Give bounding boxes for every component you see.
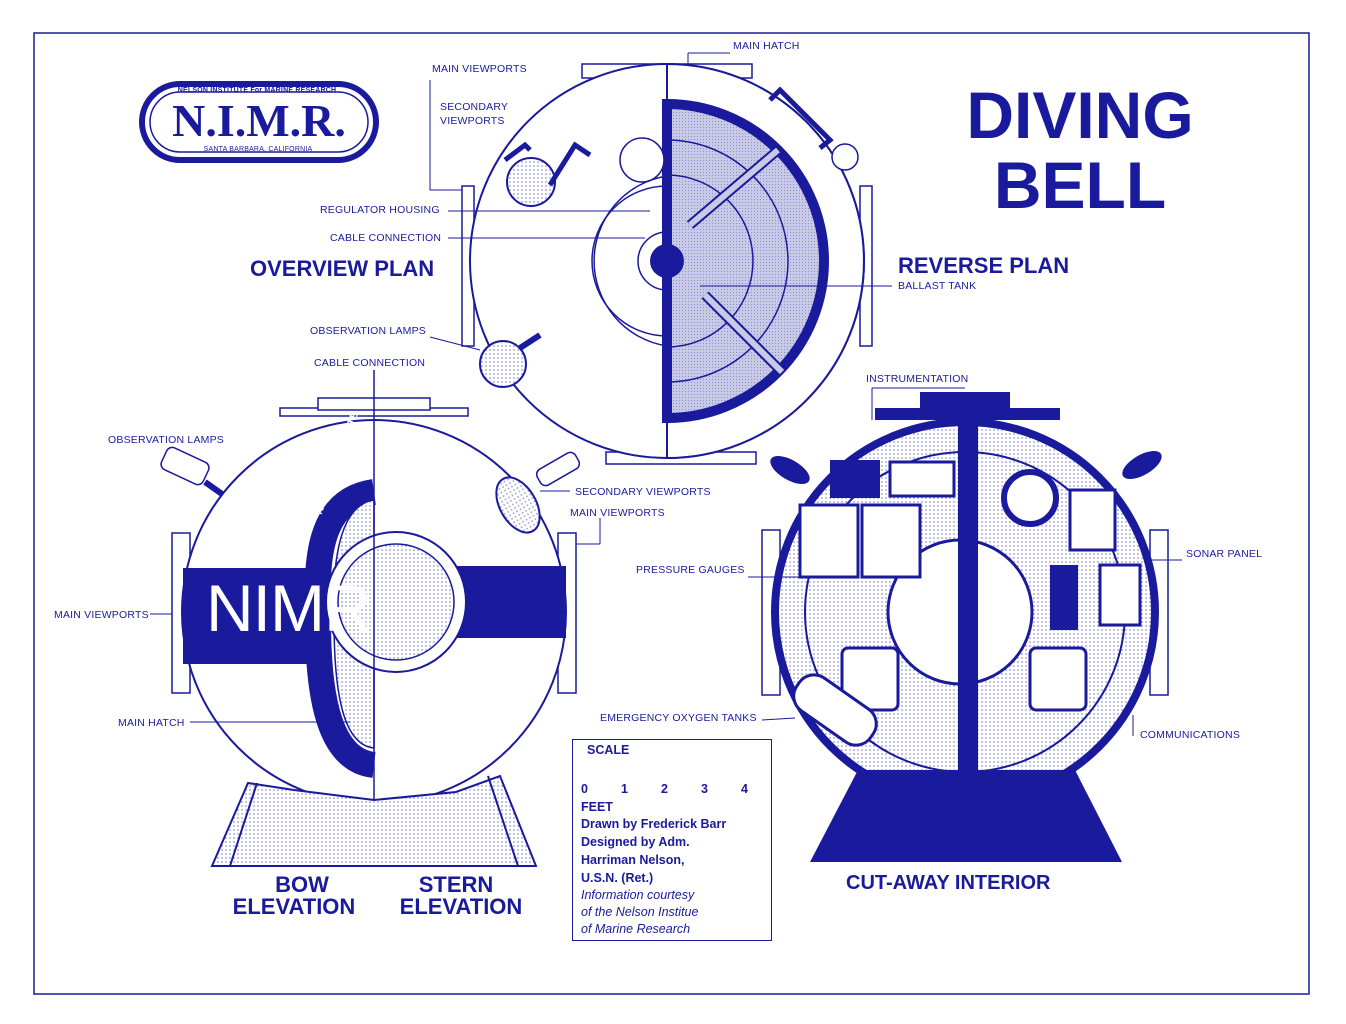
- stern-title-2: ELEVATION: [399, 894, 523, 919]
- scale-tick-3: 3: [701, 782, 708, 796]
- cutaway-view: [748, 387, 1182, 862]
- label-main-viewports-right: MAIN VIEWPORTS: [570, 507, 665, 519]
- label-sonar-panel: SONAR PANEL: [1186, 548, 1263, 560]
- scale-unit: FEET: [581, 800, 613, 814]
- bow-title-2: ELEVATION: [232, 894, 356, 919]
- scale-legend-box: SCALE 0 1 2 3 4 FEET Drawn by Frederick …: [572, 739, 772, 941]
- scale-tick-1: 1: [621, 782, 628, 796]
- label-emergency-oxygen: EMERGENCY OXYGEN TANKS: [600, 712, 757, 724]
- logo-abbr: N.I.M.R.: [172, 95, 346, 146]
- label-instrumentation: INSTRUMENTATION: [866, 373, 969, 385]
- reverse-plan-title: REVERSE PLAN: [898, 253, 1070, 278]
- label-cable-connection-mid: CABLE CONNECTION: [314, 357, 426, 369]
- bow-title-1: BOW: [275, 872, 329, 897]
- scale-tick-2: 2: [661, 782, 668, 796]
- elevation-view: [150, 370, 601, 867]
- nimr-logo: [139, 81, 379, 163]
- logo-location: SANTA BARBARA, CALIFORNIA: [203, 146, 313, 153]
- scale-credit-4: U.S.N. (Ret.): [581, 871, 654, 885]
- label-secondary-viewports-right: SECONDARY VIEWPORTS: [575, 486, 711, 498]
- scale-tick-4: 4: [741, 782, 748, 796]
- page-border: [33, 32, 1310, 995]
- scale-credit-1: Drawn by Frederick Barr: [581, 817, 727, 831]
- title-line-1: DIVING: [966, 78, 1194, 152]
- scale-credit-2: Designed by Adm.: [581, 835, 690, 849]
- cutaway-title: CUT-AWAY INTERIOR: [846, 872, 1051, 894]
- label-pressure-gauges: PRESSURE GAUGES: [636, 564, 745, 576]
- scale-heading: SCALE: [587, 743, 630, 757]
- label-main-hatch-top: MAIN HATCH: [733, 40, 800, 52]
- scale-credit-3: Harriman Nelson,: [581, 853, 685, 867]
- label-communications: COMMUNICATIONS: [1140, 729, 1241, 741]
- scale-note-2: of the Nelson Institue: [581, 905, 699, 919]
- label-ballast-tank: BALLAST TANK: [898, 280, 977, 292]
- label-cable-connection-top: CABLE CONNECTION: [330, 232, 442, 244]
- logo-org: NELSON INSTITUTE For MARINE RESEARCH: [177, 87, 337, 94]
- label-observation-lamps-left: OBSERVATION LAMPS: [108, 434, 225, 446]
- label-observation-lamps-top: OBSERVATION LAMPS: [310, 325, 427, 337]
- label-secondary-viewports-top-1: SECONDARY: [440, 101, 509, 113]
- label-main-viewports-top: MAIN VIEWPORTS: [432, 63, 527, 75]
- title-line-2: BELL: [993, 148, 1167, 222]
- label-main-hatch-left: MAIN HATCH: [118, 717, 185, 729]
- scale-note-3: of Marine Research: [581, 922, 691, 936]
- label-main-viewports-left: MAIN VIEWPORTS: [54, 609, 149, 621]
- scale-note-1: Information courtesy: [581, 888, 695, 902]
- label-secondary-viewports-top-2: VIEWPORTS: [440, 115, 505, 127]
- overview-plan-title: OVERVIEW PLAN: [250, 256, 435, 281]
- label-regulator-housing: REGULATOR HOUSING: [320, 204, 440, 216]
- scale-tick-0: 0: [581, 782, 588, 796]
- stern-title-1: STERN: [418, 872, 494, 897]
- hull-band-text: NIMR: [206, 571, 372, 645]
- plan-view: [429, 52, 892, 465]
